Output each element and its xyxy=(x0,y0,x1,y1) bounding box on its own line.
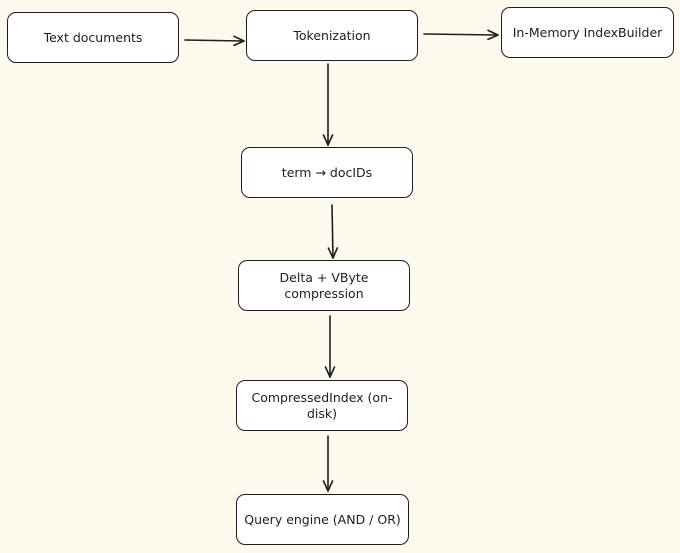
edge-tokenization-to-index-builder xyxy=(423,29,499,41)
node-compressed-index: CompressedIndex (on- disk) xyxy=(236,380,408,431)
edge-term-docids-to-delta-vbyte xyxy=(327,204,339,259)
node-term-docids: term → docIDs xyxy=(241,147,413,198)
node-text-documents: Text documents xyxy=(7,12,179,63)
edge-text-documents-to-tokenization xyxy=(184,35,245,47)
node-in-memory-index-builder: In-Memory IndexBuilder xyxy=(501,7,674,58)
node-tokenization: Tokenization xyxy=(246,10,418,61)
node-query-engine: Query engine (AND / OR) xyxy=(236,494,409,545)
node-delta-vbyte-compression: Delta + VByte compression xyxy=(238,260,410,311)
